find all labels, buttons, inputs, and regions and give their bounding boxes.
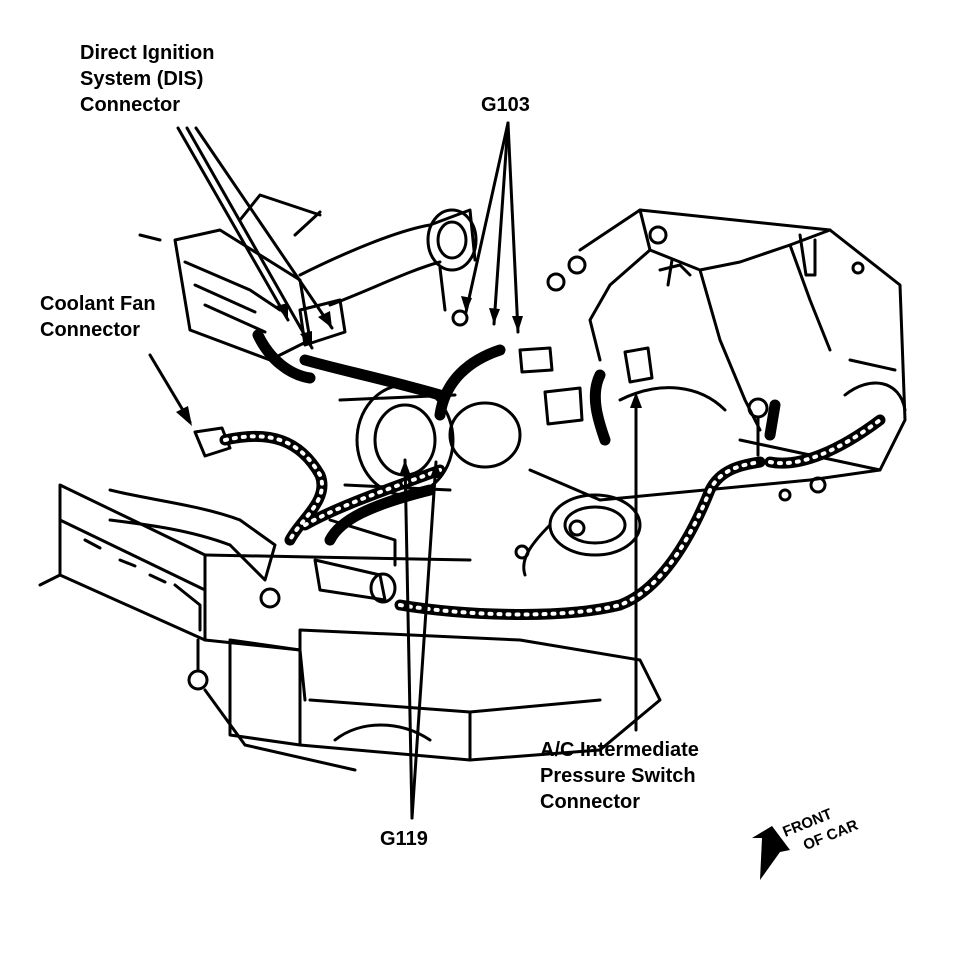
- wiring-harness: [219, 329, 886, 620]
- g103-arrowhead-1: [461, 296, 472, 312]
- dis-connector-label-line-2: System (DIS): [80, 68, 204, 90]
- front-tube: [313, 518, 397, 604]
- dis-connector-label-line-1: Direct Ignition: [80, 42, 215, 64]
- ac-arrowhead: [630, 392, 642, 408]
- dis-connector-label-line-3: Connector: [80, 94, 180, 116]
- dis-arrowhead-3: [318, 311, 332, 328]
- g119-leader-2: [410, 460, 438, 820]
- g119-leader-1: [403, 458, 414, 820]
- throttle-body: [514, 493, 642, 577]
- dis-leader-3: [194, 126, 334, 330]
- lower-hose: [108, 488, 277, 582]
- coolant-arrowhead: [176, 406, 192, 426]
- intake-plenum: [528, 208, 907, 502]
- engine-block: [203, 628, 662, 772]
- radiator-support: [38, 483, 472, 702]
- air-duct: [298, 208, 478, 312]
- coolant-fan-connector-label: Coolant Fan Connector: [40, 291, 156, 343]
- g119-arrowhead-2: [430, 462, 442, 478]
- g103-leader-3: [506, 121, 520, 334]
- coolant-fan-connector-label-line-2: Connector: [40, 319, 140, 341]
- fasteners: [187, 225, 865, 691]
- dis-leader-2: [185, 126, 314, 350]
- g103-arrowhead-2: [489, 308, 500, 324]
- g119-arrowhead-1: [399, 460, 411, 476]
- g119-label: G119: [380, 828, 428, 850]
- ac-pressure-switch-connector-label-line-1: A/C Intermediate: [540, 739, 699, 761]
- g103-leader-1: [464, 121, 510, 314]
- g103-label: G103: [481, 94, 530, 116]
- dis-connector-label: Direct Ignition System (DIS) Connector: [80, 40, 214, 118]
- coolant-fan-connector-label-line-1: Coolant Fan: [40, 293, 156, 315]
- g103-arrowhead-3: [512, 316, 523, 332]
- dis-arrowhead-2: [300, 331, 312, 348]
- dis-leader-1: [176, 126, 290, 322]
- ac-pressure-switch-connector-label-line-2: Pressure Switch: [540, 765, 696, 787]
- front-arrow-icon: [752, 826, 790, 880]
- ac-pressure-switch-connector-label-line-3: Connector: [540, 791, 640, 813]
- ac-pressure-switch-connector-label: A/C Intermediate Pressure Switch Connect…: [540, 737, 699, 815]
- dis-arrowhead-1: [276, 303, 288, 320]
- g103-leader-2: [492, 121, 510, 326]
